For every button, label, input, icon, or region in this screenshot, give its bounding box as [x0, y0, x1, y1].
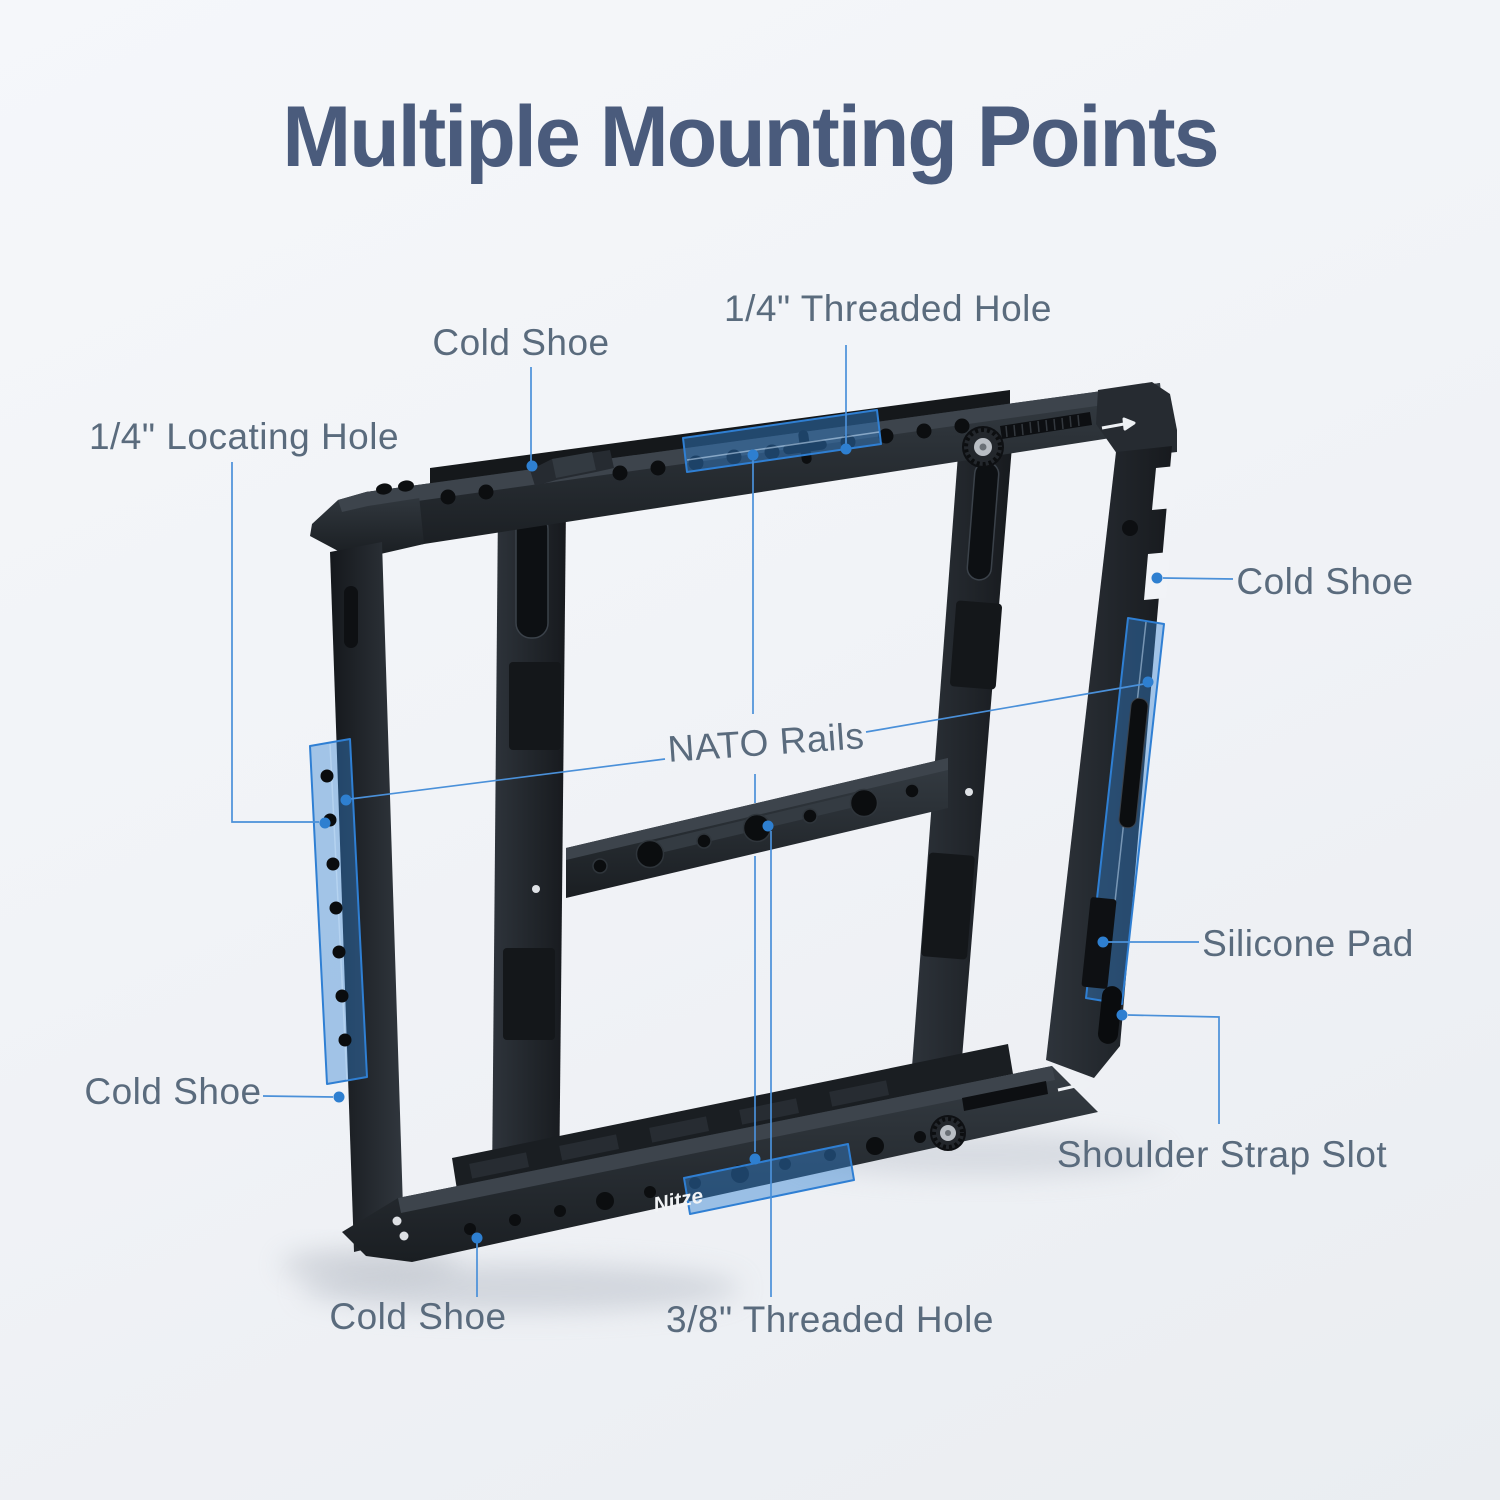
- flange-notches: [469, 1080, 890, 1179]
- callout-dot-nato-right: [1142, 676, 1154, 688]
- callout-label-quarter-locating-hole: 1/4" Locating Hole: [88, 416, 400, 457]
- callout-dot-three-eighths-threaded-hole: [762, 820, 774, 832]
- callout-dots: [319, 443, 1163, 1244]
- left-inner-upright: [492, 505, 566, 1196]
- callout-dot-quarter-threaded-hole: [840, 443, 852, 455]
- crossbar-holes: [592, 783, 920, 874]
- callout-dot-nato-bottom: [749, 1153, 761, 1165]
- screw-dot: [965, 788, 973, 796]
- callout-label-quarter-threaded-hole: 1/4" Threaded Hole: [724, 288, 1052, 329]
- page-title: Multiple Mounting Points: [282, 89, 1219, 185]
- callout-dot-quarter-locating-hole: [319, 817, 331, 829]
- callout-dot-cold-shoe-bottom: [471, 1232, 483, 1244]
- screw-dot: [532, 885, 540, 893]
- callout-dot-nato-left: [340, 794, 352, 806]
- callout-dot-cold-shoe-top: [526, 460, 538, 472]
- right-inner-upright: [908, 428, 1013, 1132]
- left-rail-holes: [320, 769, 352, 1047]
- nato-rail-highlight-top: [682, 409, 882, 473]
- callout-line-shoulder-strap-slot: [1127, 1014, 1220, 1124]
- callout-label-silicone-pad: Silicone Pad: [1202, 923, 1414, 964]
- callout-label-cold-shoe-left: Cold Shoe: [84, 1071, 262, 1112]
- callout-line-cold-shoe-left: [262, 1095, 334, 1098]
- thumbscrew-bottom: [930, 1115, 966, 1151]
- screw-dot: [399, 1231, 409, 1241]
- thumbscrew-top: [962, 426, 1004, 468]
- top-rail: [310, 382, 1177, 556]
- cage: Nitze: [309, 382, 1177, 1262]
- center-crossbar: [566, 758, 948, 898]
- callout-line-quarter-locating-hole: [231, 462, 319, 823]
- callout-dot-nato-top: [747, 449, 759, 461]
- screw-dot: [392, 1216, 402, 1226]
- callout-label-cold-shoe-right: Cold Shoe: [1236, 561, 1414, 602]
- callout-dot-silicone-pad: [1097, 936, 1109, 948]
- arrow-icon: [1101, 417, 1136, 431]
- top-left-corner: [310, 480, 424, 556]
- cold-shoe-notch: [1152, 466, 1176, 510]
- callout-lines: [231, 345, 1234, 1297]
- callout-line-cold-shoe-right: [1162, 577, 1234, 580]
- cold-shoe-mount-top: [530, 450, 614, 486]
- callout-dot-shoulder-strap-slot: [1116, 1009, 1128, 1021]
- callout-label-three-eighths-threaded-hole: 3/8" Threaded Hole: [666, 1299, 994, 1340]
- top-right-corner: [1096, 382, 1177, 458]
- slide-ridges-top: [1005, 414, 1080, 438]
- callout-label-cold-shoe-bottom: Cold Shoe: [329, 1296, 507, 1337]
- callout-label-shoulder-strap-slot: Shoulder Strap Slot: [1056, 1134, 1388, 1175]
- callout-label-cold-shoe-top: Cold Shoe: [432, 322, 610, 363]
- shoulder-strap-slot-hole: [1098, 986, 1122, 1044]
- bottom-rail-holes: [464, 1131, 926, 1235]
- bottom-rail: Nitze: [342, 1044, 1098, 1262]
- callout-dot-cold-shoe-right: [1151, 572, 1163, 584]
- arrow-icon: [1057, 1078, 1092, 1092]
- slide-slot-bottom: [962, 1081, 1048, 1111]
- callout-line-nato-rails: [349, 460, 1145, 1152]
- callout-dot-cold-shoe-left: [333, 1091, 345, 1103]
- left-rail: [309, 542, 404, 1252]
- right-rail: [1046, 446, 1176, 1078]
- nato-rail-highlight-bottom: [683, 1143, 855, 1215]
